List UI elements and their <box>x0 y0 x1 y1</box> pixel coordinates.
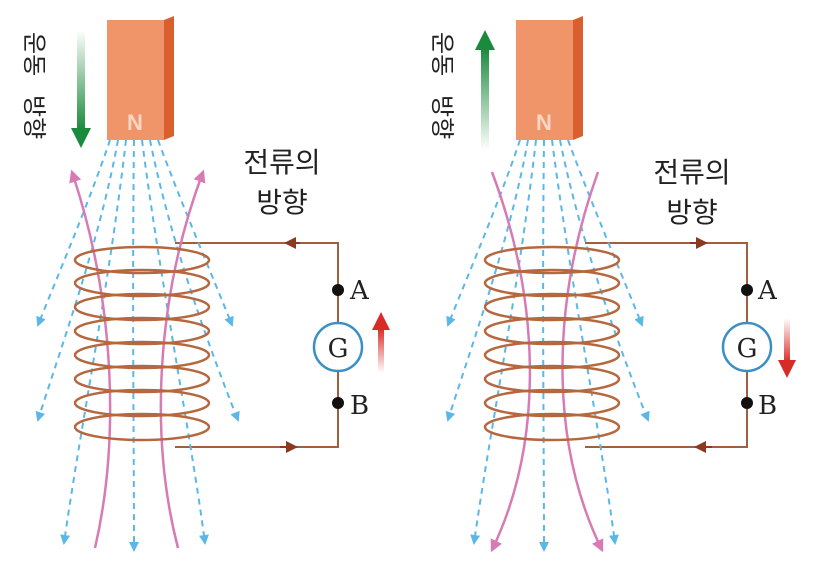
magnet-pole-label: N <box>536 110 552 135</box>
terminal-a-dot <box>741 284 753 296</box>
coil <box>73 245 211 442</box>
terminal-b-label: B <box>350 391 369 421</box>
motion-label-line1: 운동 <box>428 32 456 76</box>
galvanometer-current-arrow-down <box>778 318 796 378</box>
bar-magnet: N <box>516 16 583 140</box>
bar-magnet: N <box>107 16 174 140</box>
induced-field-lines <box>69 169 206 549</box>
motion-arrow-down <box>71 30 91 148</box>
terminal-b-dot <box>332 397 344 409</box>
terminal-b-dot <box>741 397 753 409</box>
galvanometer <box>312 321 364 373</box>
panel-left: N 운동 방향 전류의 방향 A B G <box>20 16 390 552</box>
galvanometer-label: G <box>737 334 758 364</box>
motion-label: 운동 방향 <box>20 32 48 139</box>
terminal-a-label: A <box>349 276 370 306</box>
motion-label-line2: 방향 <box>428 95 456 139</box>
galvanometer-label: G <box>328 334 349 364</box>
motion-arrow-up <box>475 30 495 150</box>
motion-label-line2: 방향 <box>20 95 48 139</box>
current-label-line1: 전류의 <box>653 156 730 189</box>
galvanometer <box>721 321 773 373</box>
terminal-b-label: B <box>758 391 777 421</box>
motion-label: 운동 방향 <box>428 32 456 139</box>
motion-label-line1: 운동 <box>20 32 48 76</box>
current-label-line2: 방향 <box>256 186 308 219</box>
current-label-line2: 방향 <box>666 196 718 229</box>
magnet-pole-label: N <box>127 110 143 135</box>
galvanometer-current-arrow-up <box>372 312 390 373</box>
terminal-a-label: A <box>757 276 778 306</box>
current-label-line1: 전류의 <box>243 146 320 179</box>
coil <box>483 245 621 442</box>
terminal-a-dot <box>332 284 344 296</box>
panel-right: N 운동 방향 전류의 방향 A B G <box>428 16 796 553</box>
